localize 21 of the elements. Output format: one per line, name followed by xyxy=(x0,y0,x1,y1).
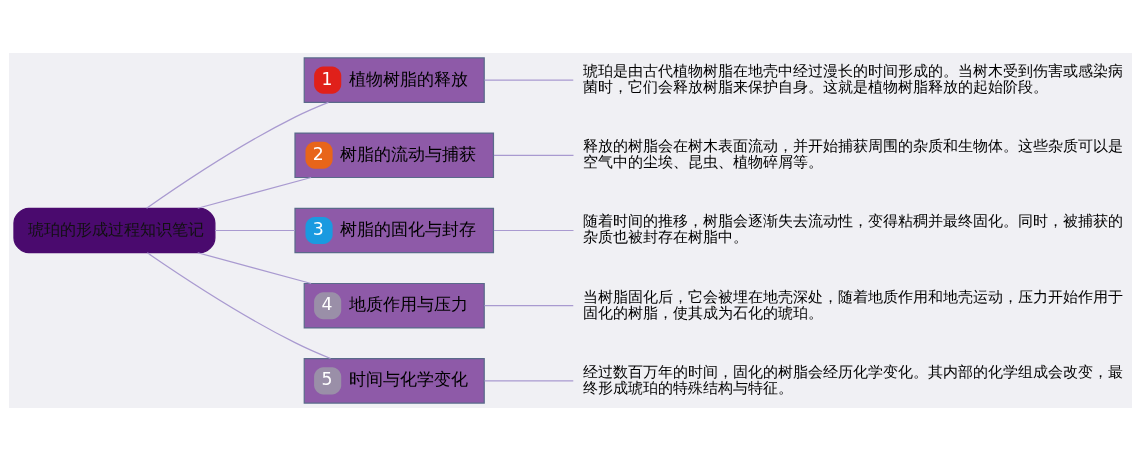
connector xyxy=(197,176,312,209)
node-text: 琥珀是由古代植物树脂在地壳中经过漫长的时间形成的。当树木受到伤害或感染病菌时，它们会释放树脂来保护自身。这就是植物树脂释放的起始阶段。 xyxy=(583,61,1124,95)
node-box: 1 植物树脂的释放 xyxy=(303,56,485,103)
connector xyxy=(146,101,330,209)
node-text: 经过数百万年的时间，固化的树脂会经历化学变化。其内部的化学组成会改变，最终形成琥珀的特殊结构与特征。 xyxy=(583,362,1124,396)
connector xyxy=(483,379,574,381)
node-box: 2 树脂的流动与捕获 xyxy=(294,132,495,178)
connector xyxy=(483,79,574,81)
connector xyxy=(197,251,312,284)
node-box: 5 时间与化学变化 xyxy=(303,357,485,404)
connector xyxy=(146,251,332,359)
connector xyxy=(214,229,296,231)
node-box: 琥珀的形成过程知识笔记 xyxy=(13,207,216,253)
node-text: 当树脂固化后，它会被埋在地壳深处，随着地质作用和地壳运动，压力开始作用于固化的树脂，使其成为石化的琥珀。 xyxy=(583,287,1124,321)
node-box: 4 地质作用与压力 xyxy=(303,282,485,328)
node-text: 随着时间的推移，树脂会逐渐失去流动性，变得粘稠并最终固化。同时，被捕获的杂质也被封存在树脂中。 xyxy=(583,211,1124,245)
connector xyxy=(493,229,575,231)
node-text: 释放的树脂会在树木表面流动，并开始捕获周围的杂质和生物体。这些杂质可以是空气中的尘埃、昆虫、植物碎屑等。 xyxy=(583,136,1124,170)
node-box: 3 树脂的固化与封存 xyxy=(294,207,495,253)
connector xyxy=(483,304,574,306)
connector xyxy=(493,154,575,156)
